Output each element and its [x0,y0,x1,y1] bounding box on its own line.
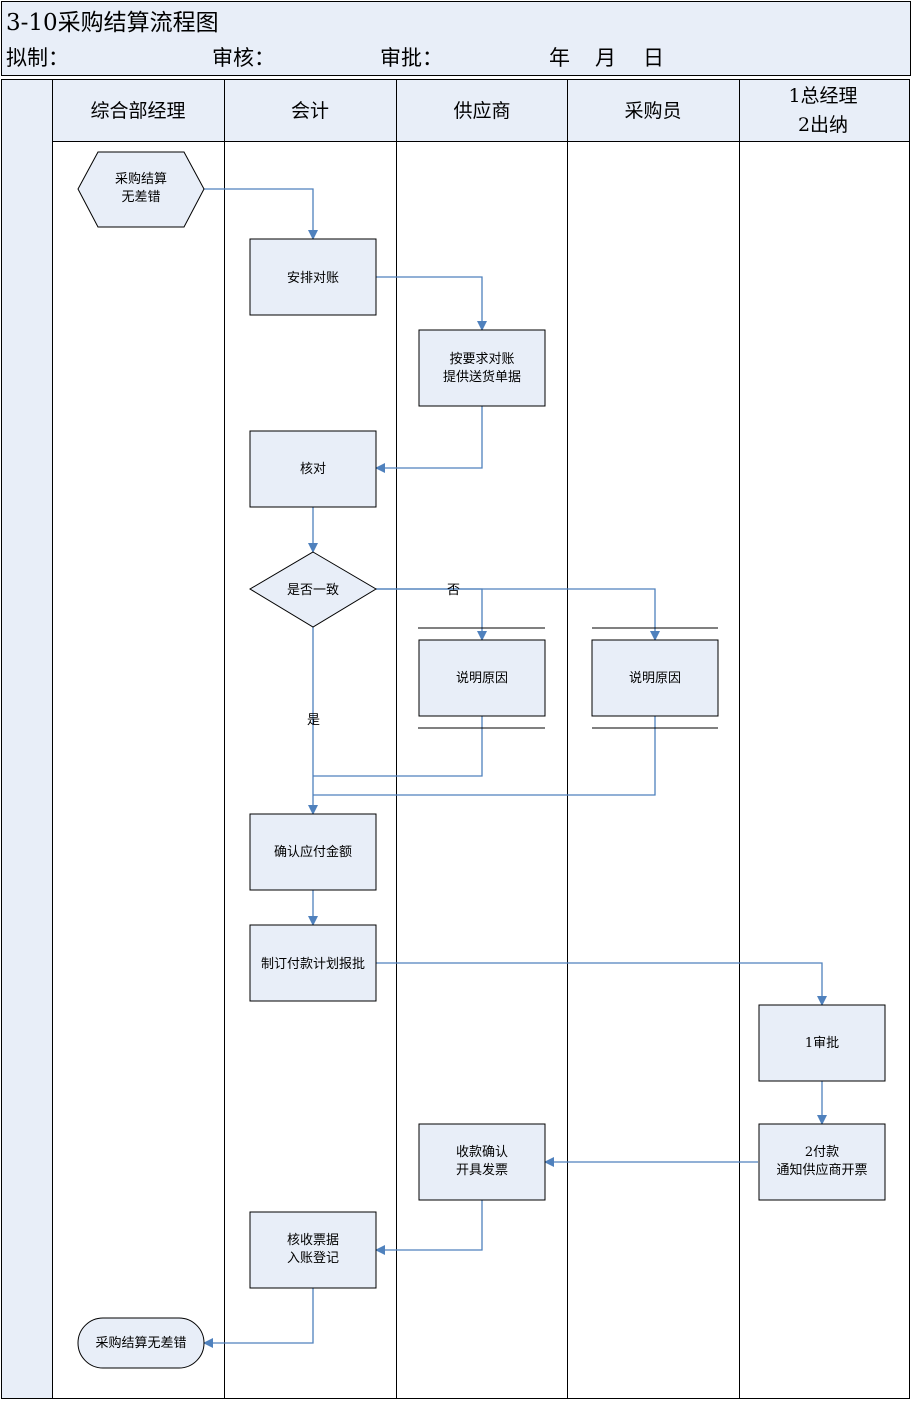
receipt-invoice-line2: 开具发票 [456,1162,508,1178]
approve-node [758,1004,886,1082]
lane-header-gm-line1: 1总经理 [788,85,857,107]
connector [313,716,483,777]
connector [376,962,827,1006]
drafted-label: 拟制： [6,46,69,70]
consistency-decision-diamond [249,551,377,628]
connector [204,188,318,240]
payment-plan-text: 制订付款计划报批 [261,957,365,972]
month-label: 月 [595,46,616,70]
verify-receipt-line2: 入账登记 [287,1251,339,1266]
end-node [77,1317,205,1369]
pay-line2: 通知供应商开票 [776,1162,867,1178]
supplier-provide-line2: 提供送货单据 [443,369,521,385]
arrange-reconcile-text: 安排对账 [287,271,339,286]
confirm-payable-text: 确认应付金额 [274,844,352,860]
connector [375,406,483,473]
buyer-explain-text: 说明原因 [629,671,681,686]
receipt-invoice-node [418,1123,546,1201]
payment-plan-node [249,924,377,1002]
day-label: 日 [643,46,664,70]
page-title: 3-10采购结算流程图 [6,10,219,36]
lane-header-accountant: 会计 [291,100,329,122]
start-node-line2: 无差错 [121,190,160,205]
lane-header-cashier-line2: 2出纳 [798,114,848,136]
year-label: 年 [549,46,570,70]
lane-header-buyer: 采购员 [624,100,681,122]
left-margin-strip [1,79,53,1399]
reviewed-label: 审核： [212,46,275,70]
connector [376,588,660,641]
connector [313,716,656,796]
lane-header-row [52,79,910,142]
connector [375,1199,483,1255]
verify-receipt-node [249,1211,377,1289]
check-text: 核对 [300,462,326,477]
verify-receipt-line1: 核收票据 [287,1233,339,1248]
end-node-text: 采购结算无差错 [95,1335,186,1351]
lane-header-general-manager-dept: 综合部经理 [90,100,185,122]
receipt-invoice-line1: 收款确认 [456,1145,508,1160]
connector [376,588,487,641]
start-node-hexagon [77,151,205,228]
approved-label: 审批： [380,46,443,70]
consistency-decision-text: 是否一致 [287,583,339,598]
arrange-reconcile-node [249,238,377,316]
connector [203,1288,314,1348]
header-panel [1,1,911,76]
supplier-explain-node [418,639,546,717]
supplier-provide-node [418,329,546,407]
pay-line1: 2付款 [805,1145,839,1160]
connector [376,276,487,331]
buyer-explain-node [591,639,719,717]
check-node [249,430,377,508]
confirm-payable-node [249,813,377,891]
approve-text: 1审批 [805,1036,839,1051]
supplier-provide-line1: 按要求对账 [449,352,514,367]
pay-node [758,1123,886,1201]
start-node-line1: 采购结算 [115,171,167,187]
yes-label: 是 [307,713,320,728]
no-label: 否 [447,583,460,598]
swimlane-frame [52,79,910,1399]
supplier-explain-text: 说明原因 [456,671,508,686]
lane-header-supplier: 供应商 [453,100,510,122]
